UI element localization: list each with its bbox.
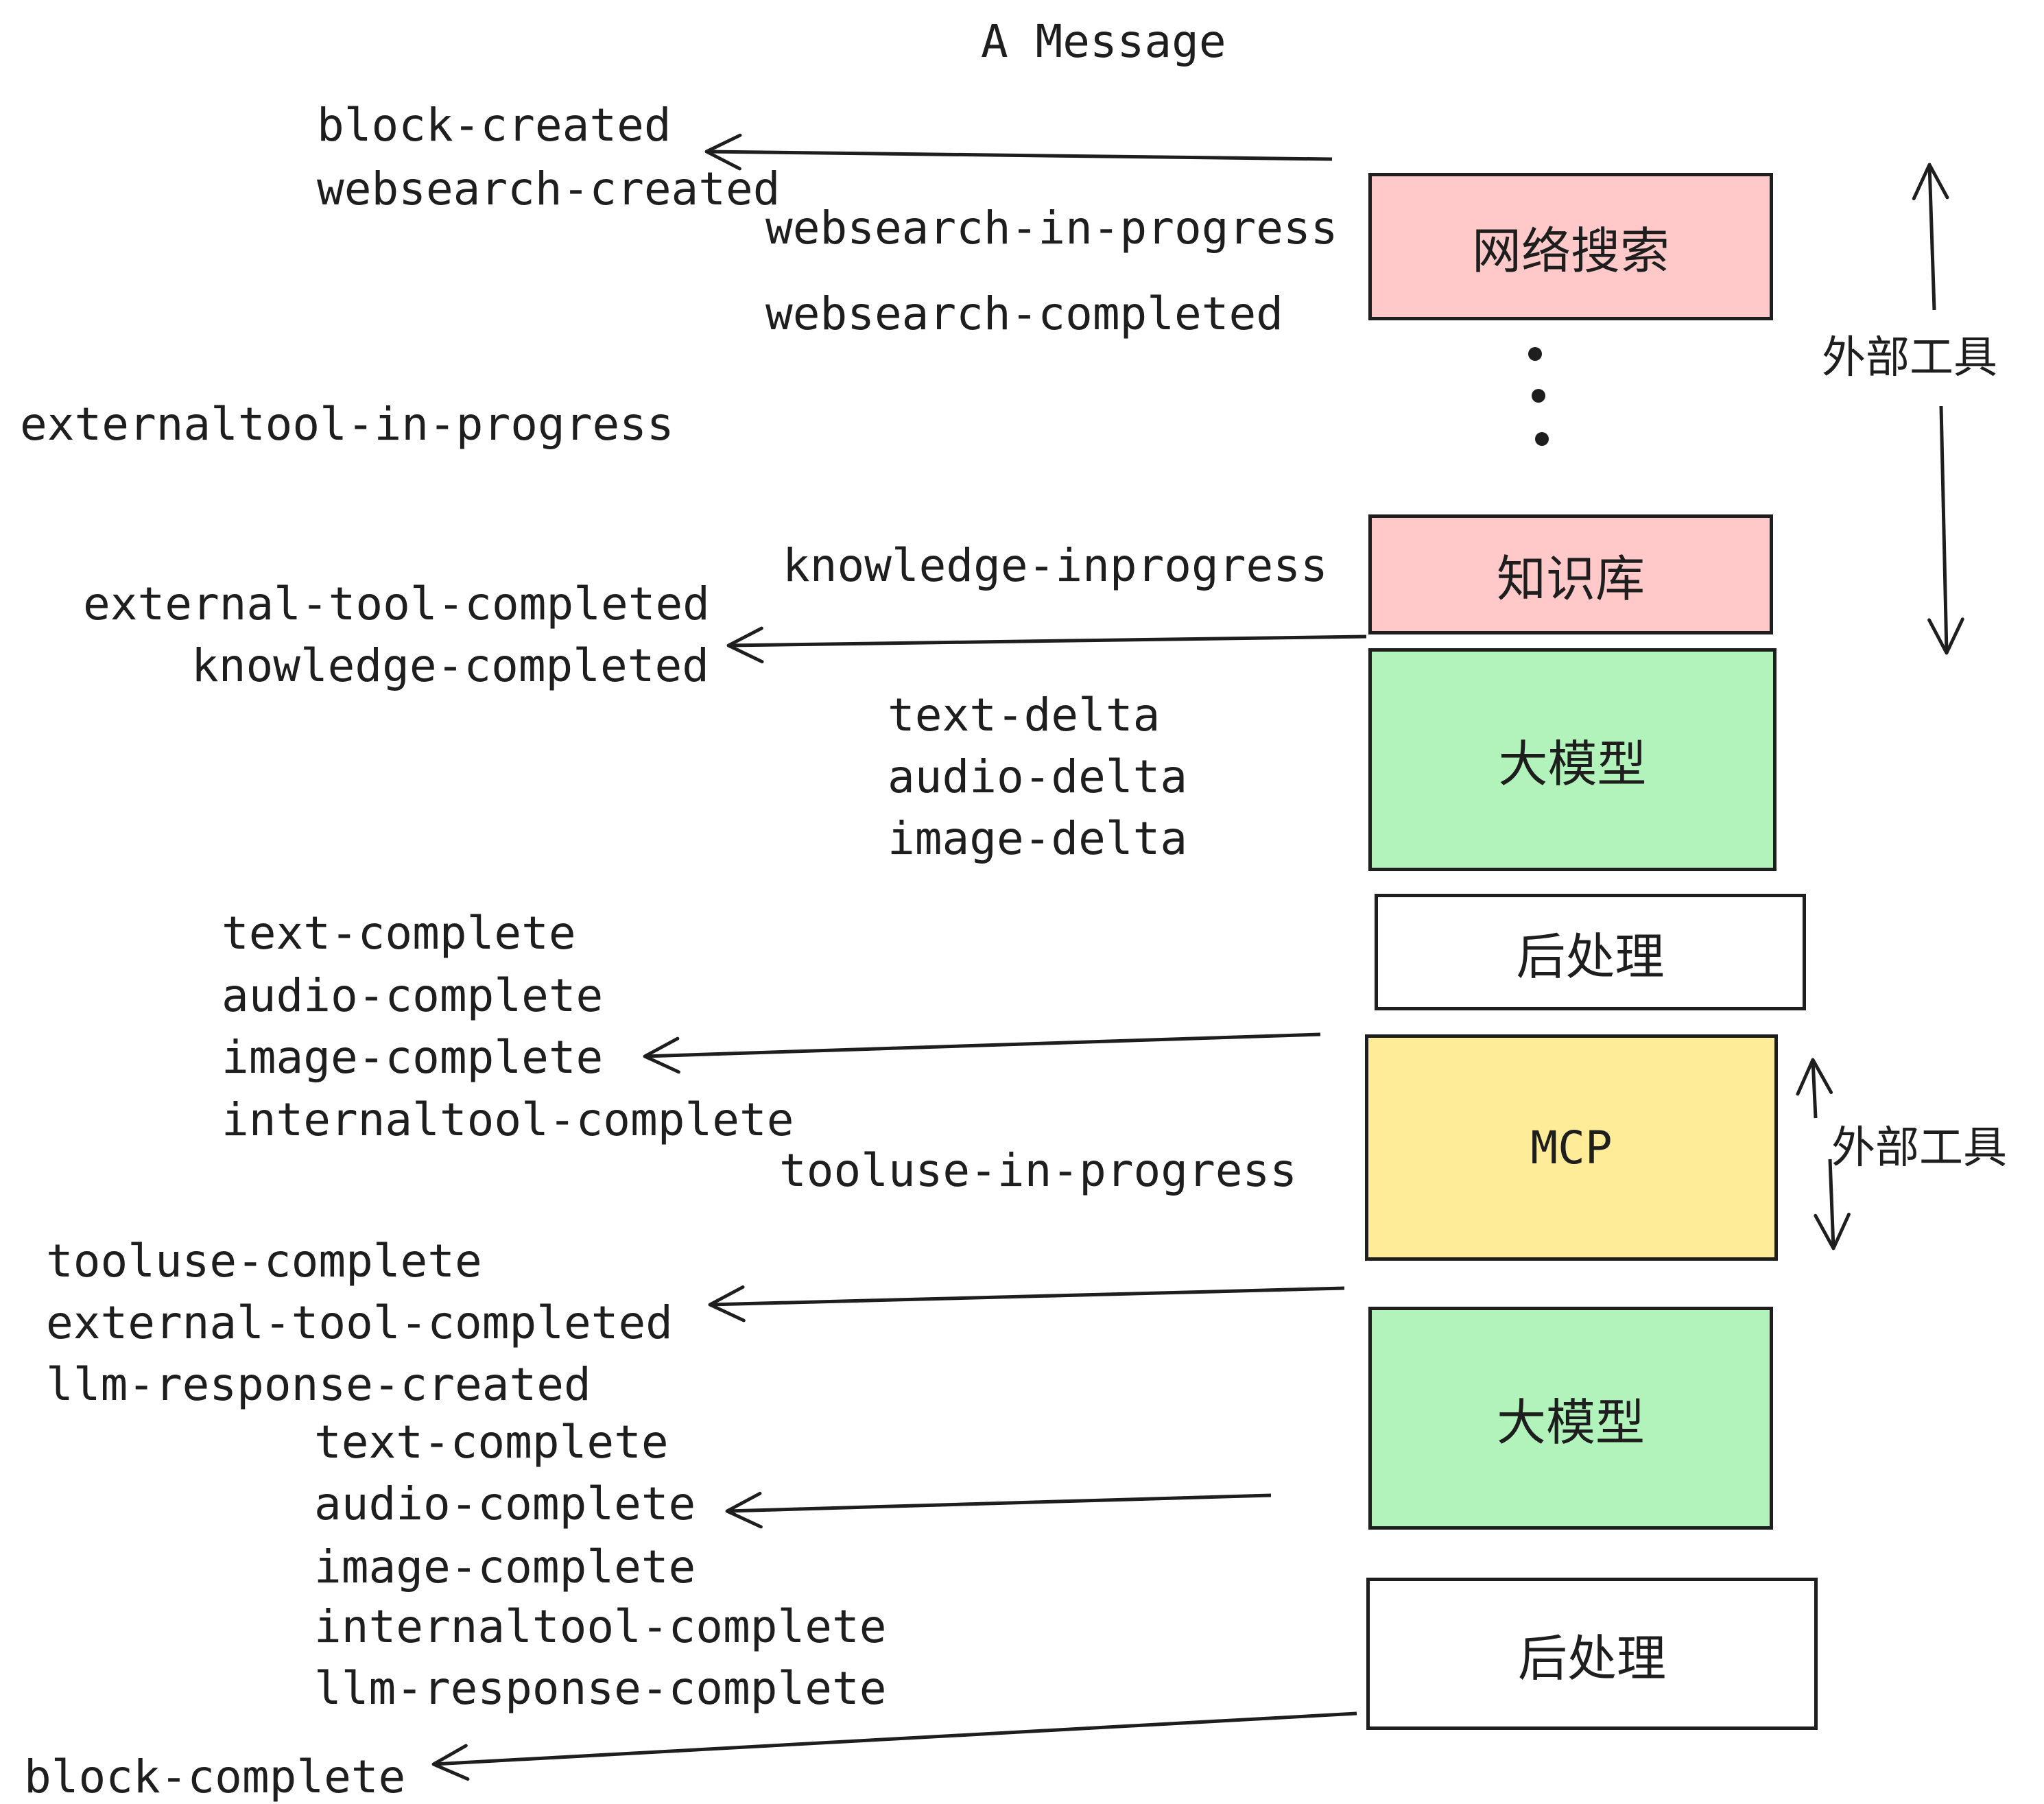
event-label-externaltool-in-progress: externaltool-in-progress (20, 398, 674, 451)
box-mcp: MCP (1365, 1034, 1778, 1261)
box-postprocess-1: 后处理 (1375, 894, 1806, 1010)
event-label-external-tool-completed-2: external-tool-completed (46, 1296, 673, 1349)
event-label-tooluse-complete: tooluse-complete (46, 1235, 482, 1287)
arrow-external-tools-up (1912, 163, 1949, 311)
event-label-llm-response-complete: llm-response-complete (314, 1662, 887, 1715)
event-label-websearch-created: websearch-created (317, 163, 781, 215)
box-knowledge-base-label: 知识库 (1496, 550, 1645, 608)
box-llm-2: 大模型 (1368, 1307, 1773, 1530)
event-label-text-complete: text-complete (222, 907, 576, 960)
box-llm-2-label: 大模型 (1496, 1394, 1645, 1451)
box-websearch: 网络搜索 (1368, 173, 1773, 320)
event-label-audio-delta: audio-delta (888, 750, 1188, 803)
box-postprocess-2: 后处理 (1366, 1578, 1818, 1730)
event-label-external-tool-completed: external-tool-completed (83, 578, 710, 630)
box-llm-1: 大模型 (1368, 648, 1776, 871)
event-label-knowledge-completed: knowledge-completed (191, 639, 709, 692)
event-label-llm-response-created: llm-response-created (46, 1358, 591, 1411)
arrow-block-complete (431, 1711, 1357, 1781)
arrow-audio-complete (725, 1491, 1272, 1529)
box-llm-1-label: 大模型 (1498, 735, 1647, 793)
box-postprocess-1-label: 后处理 (1516, 927, 1665, 986)
event-label-block-complete: block-complete (24, 1750, 406, 1803)
event-label-image-complete-2: image-complete (314, 1541, 696, 1593)
box-mcp-label: MCP (1530, 1121, 1613, 1174)
event-label-websearch-completed: websearch-completed (765, 287, 1283, 340)
arrow-websearch-created (704, 133, 1333, 171)
event-label-audio-complete-2: audio-complete (314, 1477, 696, 1530)
arrow-external-tools-down (1927, 405, 1964, 655)
box-postprocess-2-label: 后处理 (1517, 1629, 1666, 1687)
event-label-text-complete-2: text-complete (314, 1416, 669, 1469)
box-knowledge-base: 知识库 (1368, 514, 1773, 634)
arrow-image-complete (643, 1032, 1321, 1074)
event-label-knowledge-inprogress: knowledge-inprogress (783, 539, 1328, 592)
side-label-external-tools-mcp: 外部工具 (1831, 1123, 2007, 1174)
event-label-image-complete: image-complete (222, 1031, 604, 1084)
box-websearch-label: 网络搜索 (1471, 222, 1669, 280)
arrow-knowledge-completed (726, 626, 1367, 664)
event-label-image-delta: image-delta (888, 812, 1188, 865)
event-label-websearch-in-progress: websearch-in-progress (765, 202, 1338, 254)
event-label-internaltool-complete: internaltool-complete (222, 1093, 794, 1146)
event-label-internaltool-complete-2: internaltool-complete (314, 1600, 887, 1653)
event-label-text-delta: text-delta (888, 689, 1161, 741)
event-label-tooluse-in-progress: tooluse-in-progress (779, 1144, 1297, 1197)
event-label-audio-complete: audio-complete (222, 969, 604, 1022)
diagram-title: A Message (981, 15, 1226, 68)
side-label-external-tools-top: 外部工具 (1822, 333, 1997, 383)
ellipsis-dots (1528, 347, 1549, 446)
arrow-tooluse-complete (708, 1285, 1345, 1322)
arrow-mcp-external-tools-down (1814, 1159, 1851, 1250)
arrow-mcp-external-tools-up (1796, 1058, 1833, 1119)
event-label-block-created: block-created (317, 99, 672, 152)
